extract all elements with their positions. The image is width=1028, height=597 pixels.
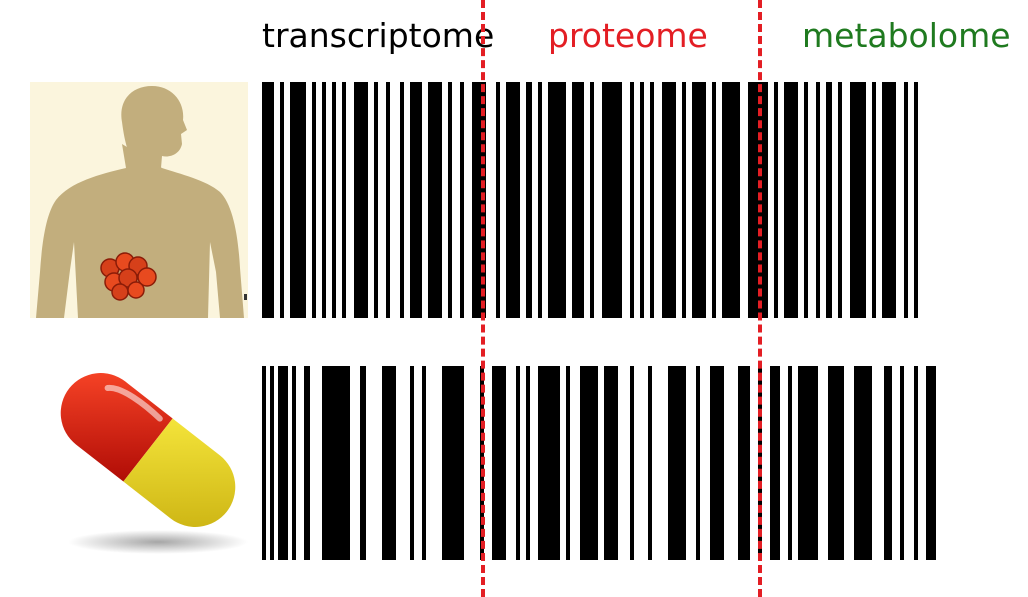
barcode-stripe [722,82,740,318]
organ-icon [100,252,157,301]
barcode-stripe [738,366,750,560]
barcode-stripe [662,82,676,318]
barcode-stripe [428,82,442,318]
barcode-human [262,82,918,318]
barcode-stripe [602,82,622,318]
barcode-stripe [854,366,872,560]
barcode-stripe [292,366,296,560]
barcode-stripe [696,366,700,560]
barcode-stripe [382,366,396,560]
barcode-stripe [322,82,326,318]
barcode-stripe [692,82,706,318]
barcode-stripe [630,366,634,560]
barcode-stripe [798,366,818,560]
barcode-stripe [360,366,366,560]
barcode-stripe [526,82,532,318]
barcode-stripe [566,366,570,560]
barcode-stripe [640,82,644,318]
barcode-stripe [332,82,336,318]
barcode-drug [262,366,936,560]
barcode-stripe [386,82,390,318]
barcode-stripe [492,366,506,560]
barcode-stripe [668,366,686,560]
barcode-stripe [538,82,542,318]
barcode-stripe [506,82,520,318]
barcode-stripe [770,366,780,560]
barcode-stripe [410,366,414,560]
barcode-stripe [442,366,464,560]
barcode-stripe [304,366,310,560]
barcode-stripe [538,366,560,560]
barcode-stripe [590,82,594,318]
column-label-proteome: proteome [548,16,708,55]
barcode-stripe [872,82,876,318]
barcode-stripe [650,82,654,318]
barcode-stripe [270,366,274,560]
barcode-stripe [526,366,530,560]
barcode-stripe [882,82,896,318]
barcode-stripe [710,366,724,560]
barcode-stripe [422,366,426,560]
barcode-stripe [784,82,798,318]
barcode-stripe [630,82,634,318]
barcode-stripe [262,82,274,318]
barcode-stripe [604,366,618,560]
barcode-stripe [342,82,346,318]
barcode-stripe [816,82,820,318]
column-label-transcriptome: transcriptome [262,16,495,55]
barcode-stripe [290,82,306,318]
barcode-stripe [926,366,936,560]
barcode-stripe [828,366,844,560]
barcode-stripe [460,82,464,318]
barcode-stripe [516,366,520,560]
divider-proteome-metabolome [758,0,762,597]
barcode-stripe [262,366,266,560]
capsule-icon [38,360,258,560]
barcode-stripe [900,366,904,560]
barcode-stripe [312,82,316,318]
barcode-stripe [850,82,866,318]
barcode-stripe [322,366,350,560]
barcode-stripe [884,366,892,560]
barcode-stripe [826,82,832,318]
barcode-stripe [548,82,566,318]
barcode-stripe [400,82,404,318]
barcode-stripe [410,82,422,318]
barcode-stripe [374,82,378,318]
barcode-stripe [682,82,686,318]
barcode-stripe [788,366,792,560]
barcode-stripe [914,366,918,560]
barcode-stripe [448,82,452,318]
barcode-stripe [904,82,908,318]
barcode-stripe [838,82,842,318]
barcode-stripe [354,82,368,318]
human-body-icon [30,82,248,318]
barcode-stripe [278,366,288,560]
barcode-stripe [804,82,808,318]
barcode-stripe [648,366,652,560]
barcode-stripe [572,82,584,318]
divider-transcriptome-proteome [481,0,485,597]
barcode-stripe [712,82,716,318]
barcode-stripe [774,82,778,318]
column-label-metabolome: metabolome [802,16,1011,55]
barcode-stripe [914,82,918,318]
barcode-stripe [580,366,598,560]
barcode-stripe [496,82,500,318]
barcode-stripe [280,82,284,318]
